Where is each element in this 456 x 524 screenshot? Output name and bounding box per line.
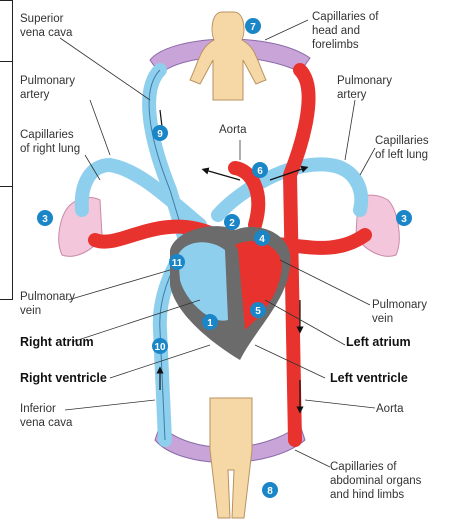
marker-4: 4 (254, 230, 270, 246)
marker-11: 11 (169, 254, 185, 270)
label-left-ventricle: Left ventricle (330, 371, 408, 385)
label-capillaries-left-lung: Capillaries of left lung (375, 134, 429, 162)
svg-text:3: 3 (401, 214, 407, 225)
marker-1: 1 (202, 314, 218, 330)
label-pulmonary-artery-left: Pulmonary artery (20, 74, 75, 102)
svg-text:8: 8 (267, 486, 273, 497)
label-capillaries-right-lung: Capillaries of right lung (20, 128, 80, 156)
marker-6: 6 (252, 162, 268, 178)
svg-text:10: 10 (154, 342, 166, 353)
marker-3-left: 3 (37, 210, 53, 226)
svg-text:2: 2 (229, 218, 235, 229)
label-pulmonary-vein-left: Pulmonary vein (20, 290, 75, 318)
svg-text:3: 3 (42, 214, 48, 225)
label-inferior-vena-cava: Inferior vena cava (20, 402, 72, 430)
marker-2: 2 (224, 214, 240, 230)
label-pulmonary-vein-right: Pulmonary vein (372, 298, 427, 326)
label-superior-vena-cava: Superior vena cava (20, 12, 72, 40)
label-aorta-bottom: Aorta (376, 402, 404, 416)
marker-3-right: 3 (396, 210, 412, 226)
label-left-atrium: Left atrium (346, 335, 411, 349)
svg-text:9: 9 (157, 129, 163, 140)
svg-text:1: 1 (207, 318, 213, 329)
label-right-ventricle: Right ventricle (20, 371, 107, 385)
svg-text:4: 4 (259, 234, 265, 245)
label-capillaries-abdominal: Capillaries of abdominal organs and hind… (330, 460, 421, 502)
label-capillaries-head: Capillaries of head and forelimbs (312, 10, 378, 52)
label-right-atrium: Right atrium (20, 335, 94, 349)
svg-text:6: 6 (257, 166, 263, 177)
lower-body (210, 398, 252, 518)
svg-text:11: 11 (172, 258, 183, 269)
svg-text:5: 5 (255, 306, 261, 317)
label-pulmonary-artery-right: Pulmonary artery (337, 74, 392, 102)
label-aorta-top: Aorta (219, 123, 247, 137)
marker-5: 5 (250, 302, 266, 318)
marker-8: 8 (262, 482, 278, 498)
svg-text:7: 7 (250, 22, 256, 33)
marker-10: 10 (152, 338, 168, 354)
marker-9: 9 (152, 125, 168, 141)
marker-7: 7 (245, 18, 261, 34)
